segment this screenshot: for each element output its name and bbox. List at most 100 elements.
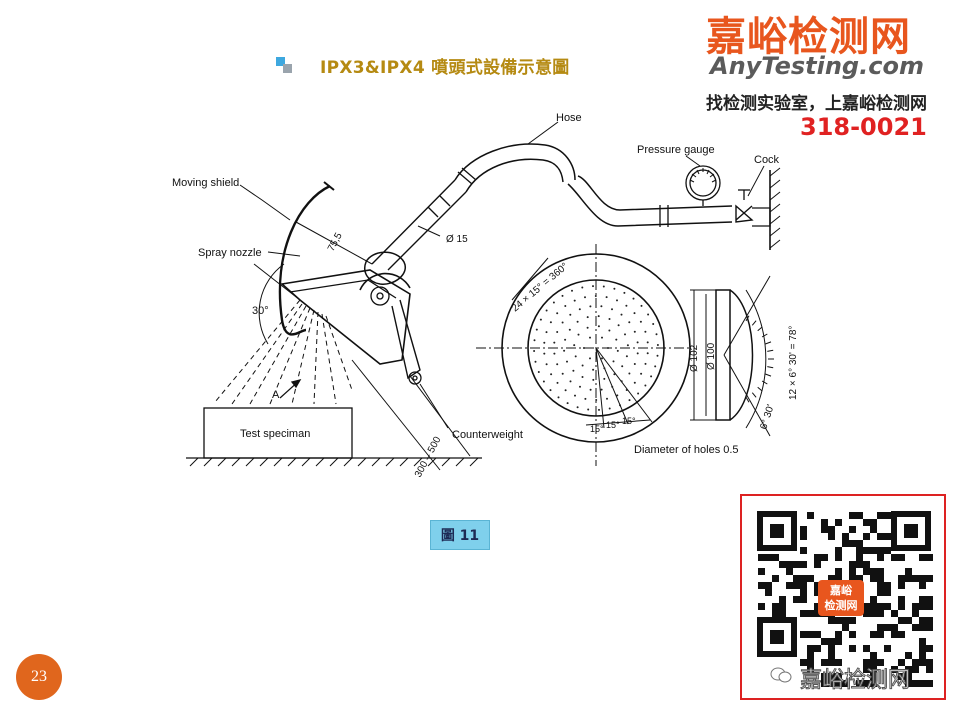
nozzle-hole [632, 297, 635, 300]
nozzle-hole [589, 357, 591, 360]
nozzle-hole [607, 347, 609, 349]
nozzle-hole [556, 312, 559, 315]
nozzle-hole [597, 325, 600, 328]
nozzle-hole [556, 331, 559, 333]
nozzle-hole [564, 389, 567, 392]
nozzle-hole [628, 372, 631, 375]
nozzle-hole [616, 394, 619, 397]
figure-label: 圖 11 [430, 520, 490, 550]
nozzle-hole [573, 344, 576, 347]
nozzle-hole [608, 318, 611, 320]
nozzle-hole [640, 304, 643, 307]
nozzle-hole [611, 308, 613, 311]
nozzle-hole [598, 408, 600, 411]
pivot [370, 286, 390, 306]
scale-tick [751, 320, 757, 326]
nozzle-hole [644, 384, 647, 387]
scale-tick [767, 349, 774, 352]
nozzle-hole [572, 369, 575, 372]
nozzle-hole [633, 381, 636, 384]
label-arrow-a: A [272, 389, 280, 401]
label-cock: Cock [754, 154, 780, 166]
nozzle-hole [592, 285, 594, 288]
watermark-phone: 318-0021 [800, 113, 927, 141]
nozzle-hole [644, 362, 647, 365]
nozzle-hole [617, 324, 620, 327]
nozzle-hole [571, 289, 573, 292]
nozzle-hole [646, 352, 649, 355]
nozzle-hole [583, 347, 585, 349]
nozzle-hole [574, 394, 576, 397]
watermark-tagline: 找检测实验室，上嘉峪检测网 [706, 94, 927, 114]
nozzle-hole [557, 396, 560, 399]
nozzle-hole [637, 392, 640, 395]
nozzle-hole [579, 385, 581, 388]
nozzle-hole [603, 377, 606, 380]
nozzle-hole [552, 301, 555, 304]
nozzle-hole [620, 380, 623, 383]
nozzle-hole [561, 294, 564, 297]
nozzle-hole [640, 372, 643, 375]
nozzle-hole [628, 399, 631, 402]
nozzle-hole [650, 375, 653, 378]
nozzle-head [280, 269, 411, 365]
nozzle-hole [569, 313, 572, 316]
label-angle-15-c: 15° [622, 416, 636, 426]
nozzle-hole [644, 330, 647, 333]
nozzle-hole [545, 331, 548, 334]
hose [454, 143, 576, 181]
label-d100: Ø 100 [706, 342, 717, 370]
slide-title: IPX3&IPX4 噴頭式設備示意圖 [276, 52, 570, 78]
label-angle-12x: 12 × 6° 30' = 78° [788, 326, 799, 400]
nozzle-holes [533, 285, 659, 411]
nozzle-hole [556, 381, 559, 384]
nozzle-hole [537, 371, 540, 373]
nozzle-hole [625, 389, 628, 391]
nozzle-hole [576, 406, 579, 409]
nozzle-hole [600, 305, 603, 308]
nozzle-hole [612, 360, 615, 363]
scale-tick [765, 373, 772, 377]
side-view [690, 275, 771, 437]
nozzle-hole [589, 388, 592, 391]
nozzle-hole [561, 372, 564, 375]
scale-tick [751, 392, 757, 398]
nozzle-hole [613, 373, 616, 376]
scale-tick [757, 386, 763, 392]
nozzle-hole [556, 363, 559, 366]
nozzle-hole [621, 365, 624, 368]
scale-tick [761, 333, 768, 338]
nozzle-hole [636, 352, 639, 355]
nozzle-hole [655, 333, 658, 336]
label-pressure-gauge: Pressure gauge [637, 144, 715, 156]
label-angle-6-30: 6° 30' [758, 403, 776, 431]
qr-pattern-icon [757, 511, 933, 687]
ground-line [186, 457, 482, 467]
scale-tick [765, 341, 772, 345]
nozzle-hole [569, 380, 572, 383]
nozzle-hole [620, 313, 623, 316]
nozzle-hole [581, 376, 584, 378]
nozzle-hole [549, 389, 552, 392]
nozzle-hole [605, 296, 608, 299]
label-moving-shield: Moving shield [172, 177, 239, 189]
scale-tick [745, 396, 750, 403]
nozzle-hole [592, 368, 595, 371]
nozzle-hole [646, 341, 649, 344]
nozzle-hole [553, 341, 556, 344]
angle-scale-ticks [745, 315, 774, 403]
watermark-brand-cn: 嘉峪检测网 [706, 14, 911, 60]
nozzle-hole [647, 313, 650, 316]
nozzle-hole [577, 333, 580, 336]
supply-pipe [371, 179, 467, 271]
label-d102: Ø 102 [689, 344, 700, 372]
label-angle-15-b: 15° [606, 420, 620, 430]
label-dim-75-5: 75,5 [326, 231, 345, 254]
nozzle-hole [625, 304, 628, 307]
nozzle-hole [533, 350, 536, 352]
nozzle-hole [654, 365, 657, 368]
nozzle-hole [545, 309, 548, 312]
qr-logo-icon: 嘉峪 检测网 [818, 580, 864, 616]
wechat-icon [770, 667, 792, 683]
nozzle-hole [542, 380, 545, 383]
